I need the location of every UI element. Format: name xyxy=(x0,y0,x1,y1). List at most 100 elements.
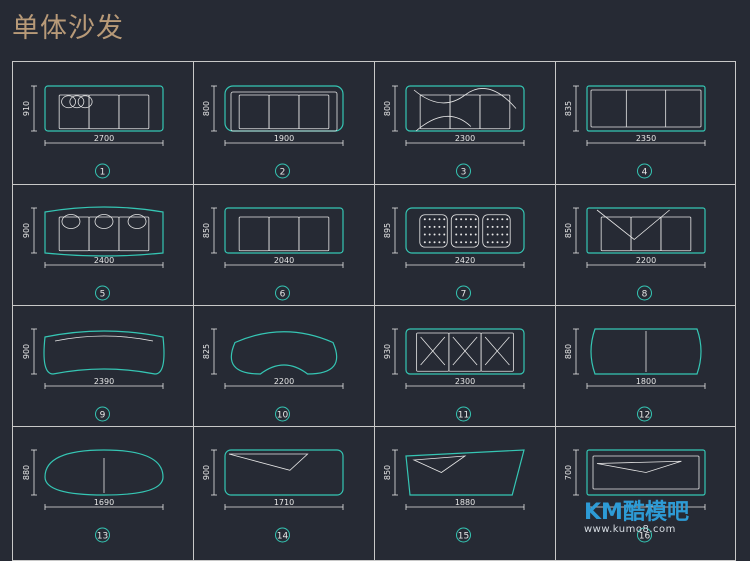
button-cross xyxy=(484,336,510,366)
number-badge-label: 15 xyxy=(458,532,469,542)
tuft-button xyxy=(423,241,426,244)
tuft-button xyxy=(501,233,504,236)
watermark-logo: KM酷模吧 xyxy=(584,500,689,525)
number-badge-circle xyxy=(637,163,652,179)
seat-cushion xyxy=(630,216,662,252)
drape-line xyxy=(413,88,517,109)
grid-line xyxy=(374,62,375,560)
tuft-button xyxy=(486,218,489,221)
tuft-button xyxy=(469,225,472,228)
sofa-outline xyxy=(224,207,344,254)
width-label: 2420 xyxy=(455,256,475,265)
tuft-button xyxy=(443,218,446,221)
page-title: 单体沙发 xyxy=(12,13,124,44)
seat-area xyxy=(590,89,702,128)
throw-line xyxy=(596,209,670,241)
width-label: 1800 xyxy=(636,377,656,386)
sofa-outline xyxy=(44,449,164,496)
sofa-outline xyxy=(405,207,525,254)
number-badge-circle xyxy=(637,406,652,422)
number-badge-label: 11 xyxy=(458,411,469,421)
number-badge-label: 10 xyxy=(277,411,289,421)
seat-cushion xyxy=(58,216,90,252)
width-label: 2200 xyxy=(274,377,294,386)
tuft-button xyxy=(491,218,494,221)
number-badge-label: 4 xyxy=(642,168,648,178)
throw-line xyxy=(228,453,309,471)
width-label: 2200 xyxy=(636,256,656,265)
back-line xyxy=(54,335,154,342)
depth-label: 930 xyxy=(383,344,392,359)
depth-label: 835 xyxy=(564,101,573,116)
number-badge-label: 2 xyxy=(280,168,286,178)
throw-pillow xyxy=(94,214,114,229)
tuft-button xyxy=(428,225,431,228)
width-label: 1900 xyxy=(274,134,294,143)
tuft-button xyxy=(501,218,504,221)
number-badge-label: 12 xyxy=(639,411,650,421)
tuft-button xyxy=(428,218,431,221)
sofa-outline xyxy=(224,449,344,496)
depth-label: 850 xyxy=(564,223,573,238)
tuft-button xyxy=(438,233,441,236)
number-badge-label: 3 xyxy=(461,168,467,178)
number-badge-circle xyxy=(275,406,290,422)
depth-label: 900 xyxy=(202,465,211,480)
grid-line xyxy=(555,62,556,560)
tuft-button xyxy=(428,233,431,236)
sofa-outline xyxy=(405,328,525,375)
tuft-button xyxy=(460,241,463,244)
throw-pillow xyxy=(77,95,93,109)
width-label: 2700 xyxy=(94,134,114,143)
number-badge-circle xyxy=(456,285,471,301)
throw-line xyxy=(596,460,682,473)
tuft-button xyxy=(501,225,504,228)
depth-label: 900 xyxy=(22,344,31,359)
width-label: 2390 xyxy=(94,377,114,386)
tuft-button xyxy=(455,233,458,236)
tuft-button xyxy=(506,225,509,228)
tuft-button xyxy=(491,241,494,244)
tuft-button xyxy=(491,225,494,228)
seat-cushion xyxy=(298,216,330,252)
tuft-button xyxy=(465,241,467,244)
number-badge-circle xyxy=(95,527,110,543)
tuft-button xyxy=(496,233,499,236)
tuft-button xyxy=(423,233,426,236)
tuft-button xyxy=(486,225,489,228)
tuft-button xyxy=(438,218,441,221)
tuft-button xyxy=(474,241,477,244)
throw-pillow xyxy=(69,95,85,109)
sofa-outline xyxy=(405,85,525,132)
grid-line xyxy=(13,184,735,185)
depth-label: 850 xyxy=(202,223,211,238)
tuft-button xyxy=(474,225,477,228)
tuft-button xyxy=(465,218,467,221)
seat-cushion xyxy=(419,94,451,130)
tuft-button xyxy=(486,233,489,236)
tufted-seat xyxy=(482,214,511,248)
tuft-button xyxy=(501,241,504,244)
seat-cushion xyxy=(118,216,150,252)
depth-label: 880 xyxy=(564,344,573,359)
tuft-button xyxy=(469,233,472,236)
sofa-outline xyxy=(590,328,702,375)
tuft-button xyxy=(423,225,426,228)
throw-pillow xyxy=(127,214,147,229)
tuft-button xyxy=(455,218,458,221)
sofa-outline xyxy=(43,330,165,375)
tuft-button xyxy=(460,225,463,228)
tufted-seat xyxy=(419,214,448,248)
tuft-button xyxy=(460,233,463,236)
tuft-button xyxy=(491,233,494,236)
width-label: 1710 xyxy=(274,498,294,507)
tuft-button xyxy=(433,218,436,221)
tuft-button xyxy=(474,233,477,236)
